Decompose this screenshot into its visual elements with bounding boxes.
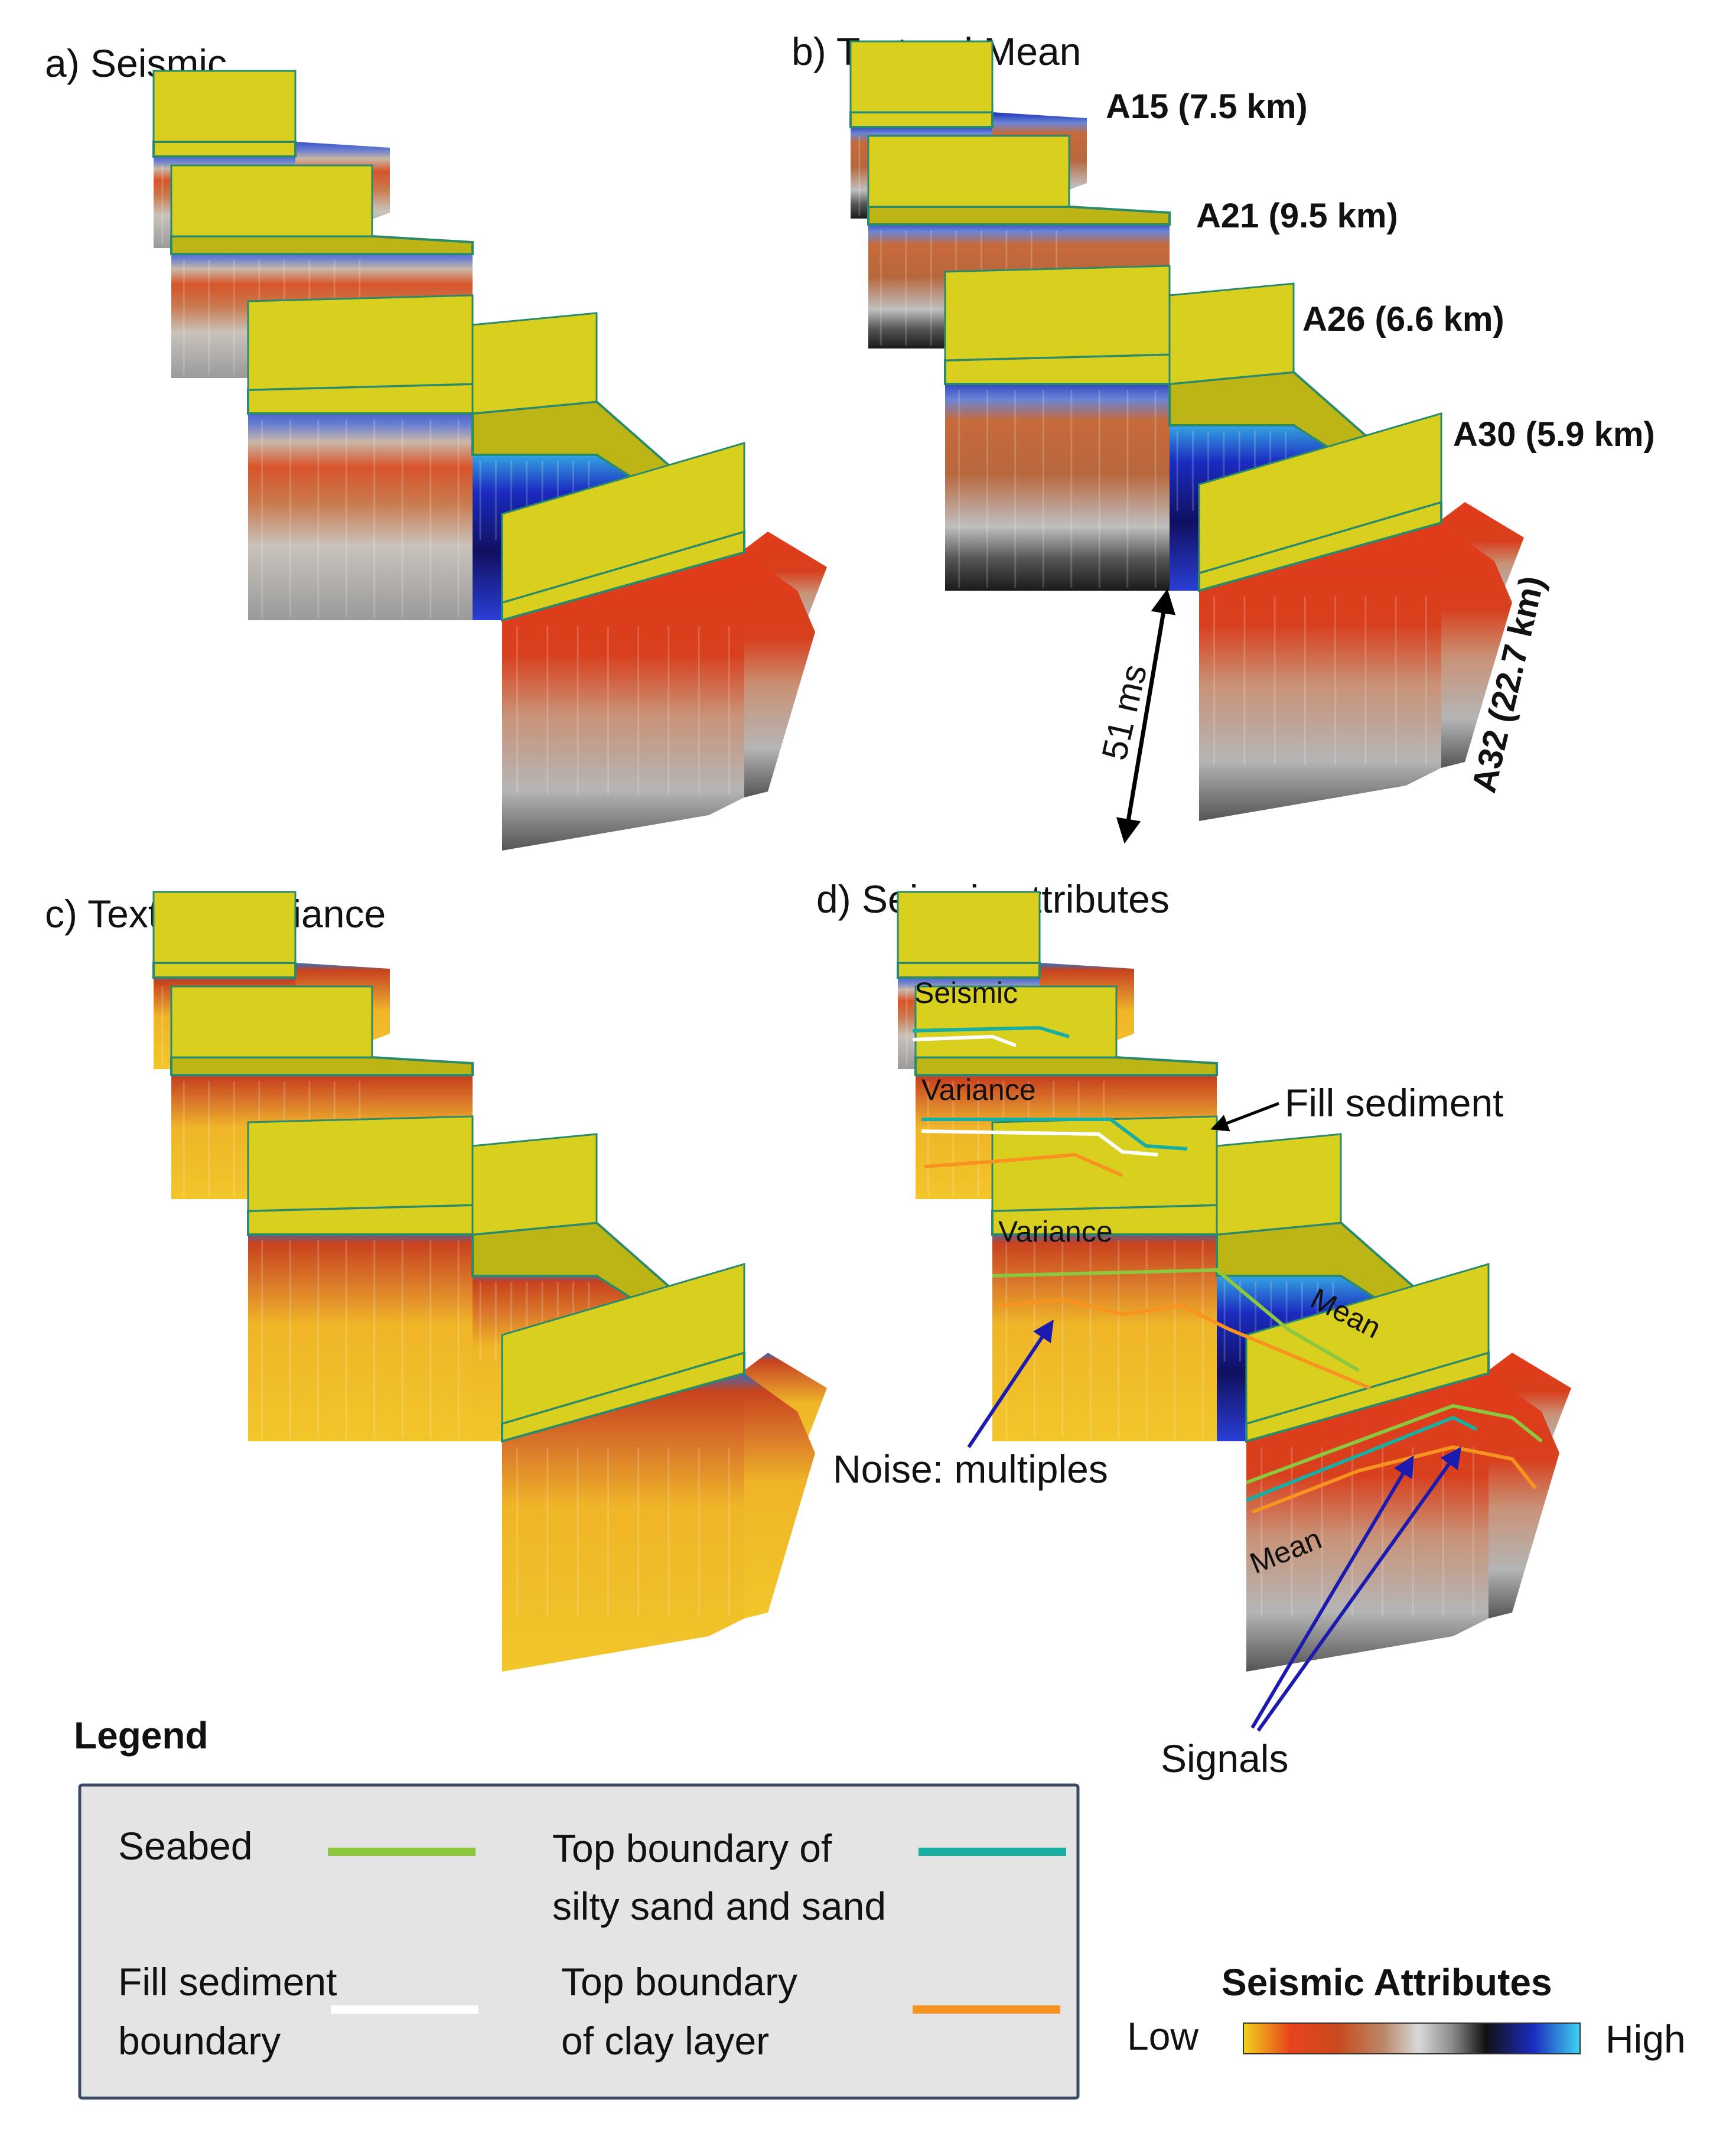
fence-curtain bbox=[247, 294, 474, 391]
fence-curtain bbox=[170, 164, 373, 237]
fence-curtain bbox=[944, 265, 1171, 361]
fence-curtain bbox=[247, 1115, 474, 1212]
legend-fill-sediment-swatch bbox=[331, 2005, 478, 2014]
legend-clay-label-2: of clay layer bbox=[561, 2019, 769, 2063]
fence-front-face bbox=[992, 1229, 1217, 1441]
line-label-A15: A15 (7.5 km) bbox=[1106, 87, 1308, 126]
fence-curtain bbox=[152, 70, 297, 143]
fence-top-face bbox=[867, 206, 1171, 226]
fence-front-face bbox=[1246, 1370, 1489, 1672]
legend-fill-sediment-label-2: boundary bbox=[118, 2019, 281, 2063]
fence-top-face bbox=[152, 141, 297, 158]
fence-front-face bbox=[502, 549, 744, 851]
legend-top-sand-swatch bbox=[919, 1848, 1066, 1856]
line-label-A21: A21 (9.5 km) bbox=[1196, 197, 1398, 235]
fence-top-face bbox=[170, 235, 474, 255]
fence-curtain bbox=[849, 40, 994, 113]
signals-arrow-1 bbox=[1250, 1455, 1414, 1729]
fence-side-face bbox=[1489, 1373, 1559, 1618]
label-seismic: Seismic bbox=[914, 976, 1018, 1009]
fence-diagram-variance bbox=[152, 891, 827, 1672]
fence-curtain bbox=[471, 1133, 598, 1236]
scale-bar-arrow bbox=[1116, 588, 1176, 844]
fence-curtain bbox=[897, 891, 1041, 964]
fence-side-face bbox=[744, 552, 815, 797]
colorbar-high-label: High bbox=[1605, 2017, 1686, 2061]
fence-diagram-seismic bbox=[152, 70, 827, 851]
fence-curtain bbox=[991, 1115, 1218, 1212]
fence-curtain bbox=[914, 985, 1118, 1059]
fence-top-face bbox=[170, 1056, 474, 1076]
fence-side-face bbox=[744, 1373, 815, 1618]
legend-box bbox=[78, 1783, 1080, 2100]
colorbar-low-label: Low bbox=[1127, 2014, 1198, 2058]
legend-seabed-swatch bbox=[328, 1848, 475, 1856]
fence-curtain bbox=[1216, 1133, 1342, 1236]
label-noise: Noise: multiples bbox=[833, 1447, 1108, 1491]
fence-curtain bbox=[867, 135, 1070, 208]
fence-front-face bbox=[248, 1229, 473, 1441]
fence-top-face bbox=[849, 111, 994, 128]
fence-curtain bbox=[152, 891, 297, 964]
noise-arrow bbox=[967, 1320, 1054, 1448]
fence-curtain bbox=[1168, 282, 1295, 385]
fence-top-face bbox=[897, 962, 1041, 979]
legend-top-sand-label-2: silty sand and sand bbox=[552, 1884, 886, 1928]
colorbar-title: Seismic Attributes bbox=[1222, 1961, 1552, 2004]
fence-top-face bbox=[152, 962, 297, 979]
line-label-A26: A26 (6.6 km) bbox=[1302, 300, 1504, 338]
fill-sediment-line bbox=[921, 1129, 1158, 1157]
top-sand-line bbox=[912, 1025, 1070, 1038]
clay-line bbox=[998, 1297, 1372, 1390]
fence-curtain bbox=[501, 441, 745, 604]
fill-sediment-line bbox=[912, 1034, 1017, 1047]
clay-line bbox=[924, 1152, 1123, 1177]
fence-curtain bbox=[170, 985, 373, 1059]
fence-front-face bbox=[1199, 520, 1441, 821]
fence-diagram-attributes bbox=[897, 891, 1571, 1672]
seabed-line bbox=[992, 1268, 1360, 1372]
fence-curtain bbox=[501, 1262, 745, 1425]
top-sand-line bbox=[1245, 1415, 1478, 1502]
signals-arrow-2 bbox=[1256, 1447, 1462, 1732]
fence-curtain bbox=[471, 312, 598, 415]
fence-front-face bbox=[502, 1370, 744, 1672]
fence-front-face bbox=[248, 408, 473, 620]
fence-curtain bbox=[1245, 1262, 1490, 1425]
legend-seabed-label: Seabed bbox=[118, 1824, 253, 1868]
fence-diagram-mean bbox=[849, 40, 1524, 821]
fence-side-face bbox=[1441, 523, 1512, 768]
legend-clay-swatch bbox=[913, 2005, 1060, 2014]
legend-title: Legend bbox=[74, 1714, 209, 1757]
label-fill-sediment: Fill sediment bbox=[1285, 1081, 1503, 1125]
legend-clay-label-1: Top boundary bbox=[561, 1960, 797, 2004]
line-label-A30: A30 (5.9 km) bbox=[1453, 415, 1655, 454]
seabed-line bbox=[1245, 1403, 1543, 1484]
fill-sediment-arrow bbox=[1210, 1102, 1279, 1132]
legend-top-sand-label-1: Top boundary of bbox=[552, 1826, 832, 1870]
colorbar bbox=[1243, 2022, 1581, 2054]
fence-front-face bbox=[945, 378, 1170, 591]
label-variance-mid: Variance bbox=[998, 1215, 1113, 1248]
fence-curtain bbox=[1198, 412, 1442, 575]
legend-fill-sediment-label-1: Fill sediment bbox=[118, 1960, 337, 2004]
top-sand-line bbox=[921, 1118, 1188, 1151]
fence-top-face bbox=[914, 1056, 1218, 1076]
label-variance-top: Variance bbox=[921, 1073, 1036, 1106]
label-signals: Signals bbox=[1161, 1737, 1288, 1780]
